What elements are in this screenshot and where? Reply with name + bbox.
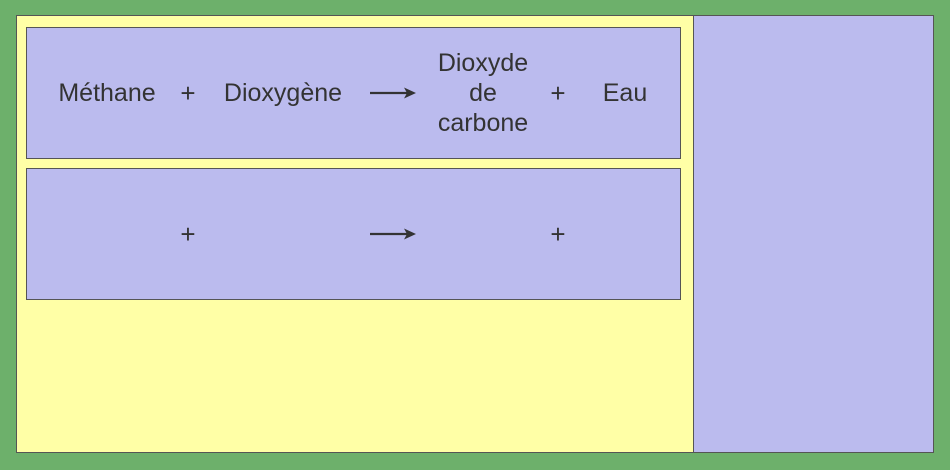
product-2-label: Eau	[602, 79, 648, 107]
word-equation-row: Méthane + Dioxygène Dioxyde de carbone +…	[26, 27, 681, 159]
reactant-1-slot[interactable]: Méthane	[37, 28, 177, 158]
product-1-line-1: Dioxyde	[437, 49, 529, 77]
reactant-2-slot[interactable]: Dioxygène	[203, 28, 363, 158]
product-2-slot[interactable]: Eau	[583, 28, 667, 158]
product-2-drop-slot[interactable]	[583, 169, 667, 299]
plus-sign: +	[180, 219, 196, 249]
reactant-1-label: Méthane	[58, 79, 156, 107]
product-1-line-3: carbone	[437, 109, 529, 137]
right-arrow-icon	[363, 169, 423, 299]
right-arrow-icon	[363, 28, 423, 158]
product-1-slot[interactable]: Dioxyde de carbone	[423, 28, 543, 158]
product-1-line-2: de	[469, 79, 497, 107]
reactant-2-drop-slot[interactable]	[203, 169, 363, 299]
plus-sign: +	[550, 219, 566, 249]
reactant-2-label: Dioxygène	[223, 79, 343, 107]
reactant-1-drop-slot[interactable]	[37, 169, 177, 299]
product-1-drop-slot[interactable]	[423, 169, 543, 299]
formula-equation-row: + +	[26, 168, 681, 300]
word-bank-panel[interactable]	[693, 15, 934, 453]
plus-sign: +	[550, 78, 566, 108]
plus-sign: +	[180, 78, 196, 108]
